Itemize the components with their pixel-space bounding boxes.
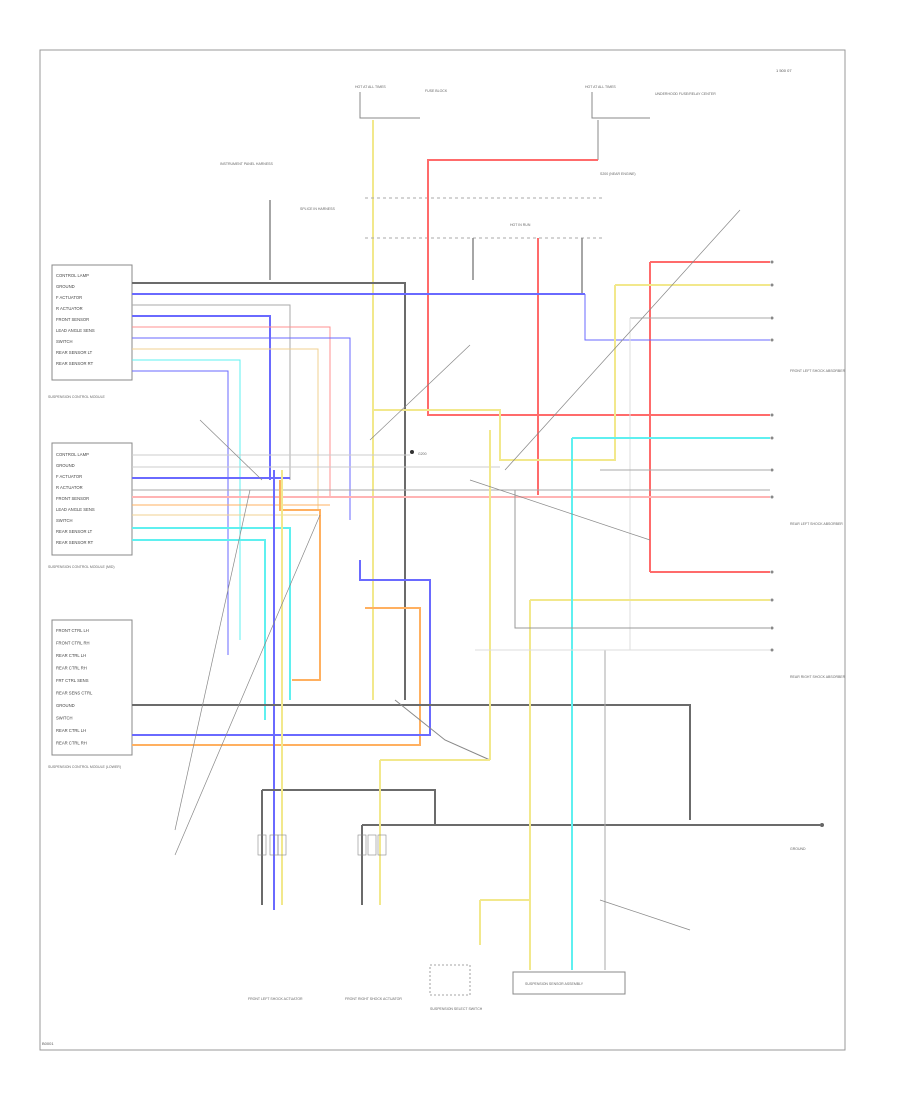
wire-black-1 [132,282,406,700]
leader-4 [369,344,471,441]
wire-gray-2 [132,304,291,480]
wire-mid-cyan [132,527,291,700]
wire-blue-thin-2 [132,370,229,655]
ground-dot [410,450,414,454]
module-pin-label: REAR CTRL LH [56,653,86,658]
module-pins-low: FRONT CTRL LH FRONT CTRL RH REAR CTRL LH RE… [56,628,93,746]
fuse-left-bracket [359,92,420,119]
module-box-low [51,619,133,756]
module-pin-label: SWITCH [56,716,73,721]
diagram-id: 1 500 07 [776,68,792,73]
wire-cyan-1 [132,359,241,640]
right-lower-label: REAR RIGHT SHOCK ABSORBER [790,675,846,679]
sensor-assembly-box [512,971,626,995]
leader-5 [174,489,251,831]
module-box-mid [51,442,133,556]
page-footer: B0001 [42,1041,54,1046]
module-pin-label: R ACTUATOR [56,485,83,490]
switch-box [429,964,471,996]
wire-gray-right-628 [514,490,770,629]
wire-mid-cyan-2 [132,539,266,720]
right-top-label: FRONT LEFT SHOCK ABSORBER [790,369,846,373]
module-pin-label: FRONT CTRL RH [56,641,90,646]
module-top-label: SUSPENSION CONTROL MODULE [48,395,106,399]
wire-black-bottom [262,789,436,825]
module-pin-label: GROUND [56,284,75,289]
module-pin-label: GROUND [56,703,75,708]
right-ground-label: GROUND [790,847,806,851]
wire-blue-thin-1 [132,337,351,520]
module-pin-label: F ACTUATOR [56,474,82,479]
right-mid-label: REAR LEFT SHOCK ABSORBER [790,522,843,526]
module-pin-label: LEAD ANGLE SENS [56,507,95,512]
module-pins-top: CONTROL LAMP GROUND F ACTUATOR R ACTUATOR FR… [56,273,95,366]
wire-red-thin-1 [132,326,331,498]
sensor-assembly-text: SUSPENSION SENSOR ASSEMBLY [525,982,584,986]
module-pin-label: REAR SENSOR LT [56,350,93,355]
module-pin-label: REAR SENS CTRL [56,691,93,696]
wire-orange-loop [279,480,321,681]
fuse-right-bracket [591,92,650,119]
leader-7 [599,899,691,931]
bottom-left-label: FRONT LEFT SHOCK ACTUATOR [248,997,303,1001]
module-pin-label: FRT CTRL SENS [56,678,89,683]
module-pin-label: CONTROL LAMP [56,273,89,278]
module-pin-label: FRONT SENSOR [56,496,89,501]
module-pin-label: REAR SENSOR RT [56,540,94,545]
leader-2 [504,209,741,471]
wire-orange-bottom [132,607,421,746]
ground-label: G200 [418,452,427,456]
wire-blue-bottom [132,560,431,736]
wire-diag-ground [394,699,491,761]
top-right-fuse-desc: UNDERHOOD FUSE/RELAY CENTER [655,92,716,96]
right-terminals [770,260,824,827]
module-pin-label: REAR CTRL LH [56,728,86,733]
bottom-switch-label: SUSPENSION SELECT SWITCH [430,1007,483,1011]
leader-1 [469,479,651,541]
module-pin-label: F ACTUATOR [56,295,82,300]
splice-mid-label: HOT IN RUN [510,223,531,227]
wire-blue-right [584,294,770,341]
wire-tan-1 [132,348,319,510]
diagram-border [39,49,846,1051]
module-pin-label: REAR CTRL RH [56,666,87,671]
module-low-label: SUSPENSION CONTROL MODULE (LOWER) [48,765,121,769]
module-pin-label: CONTROL LAMP [56,452,89,457]
module-pin-label: SWITCH [56,339,73,344]
leader-6 [174,514,321,856]
connector-top-label: INSTRUMENT PANEL HARNESS [220,162,273,166]
module-pin-label: REAR SENSOR LT [56,529,93,534]
wire-black-bus [132,704,691,820]
top-left-fuse-desc: FUSE BLOCK [425,89,448,93]
bottom-mid-label: FRONT RIGHT SHOCK ACTUATOR [345,997,402,1001]
top-left-fuse-label: HOT AT ALL TIMES [355,85,386,89]
wire-yellow-loop [373,285,616,461]
module-pins-mid: CONTROL LAMP GROUND F ACTUATOR R ACTUATOR FR… [56,452,95,545]
splice-left-label: SPLICE IN HARNESS [300,207,335,211]
module-pin-label: REAR SENSOR RT [56,361,94,366]
bottom-connectors [257,834,387,856]
module-pin-label: LEAD ANGLE SENS [56,328,95,333]
splice-right-label: S200 (NEAR ENGINE) [600,172,636,176]
module-pin-label: GROUND [56,463,75,468]
module-mid-label: SUSPENSION CONTROL MODULE (MID) [48,565,115,569]
module-box-top [51,264,133,381]
module-pin-label: FRONT CTRL LH [56,628,89,633]
module-pin-label: REAR CTRL RH [56,741,87,746]
module-pin-label: FRONT SENSOR [56,317,89,322]
module-pin-label: R ACTUATOR [56,306,83,311]
leader-3 [199,419,263,481]
module-pin-label: SWITCH [56,518,73,523]
wire-blue-2 [132,315,271,480]
top-right-fuse-label: HOT AT ALL TIMES [585,85,616,89]
